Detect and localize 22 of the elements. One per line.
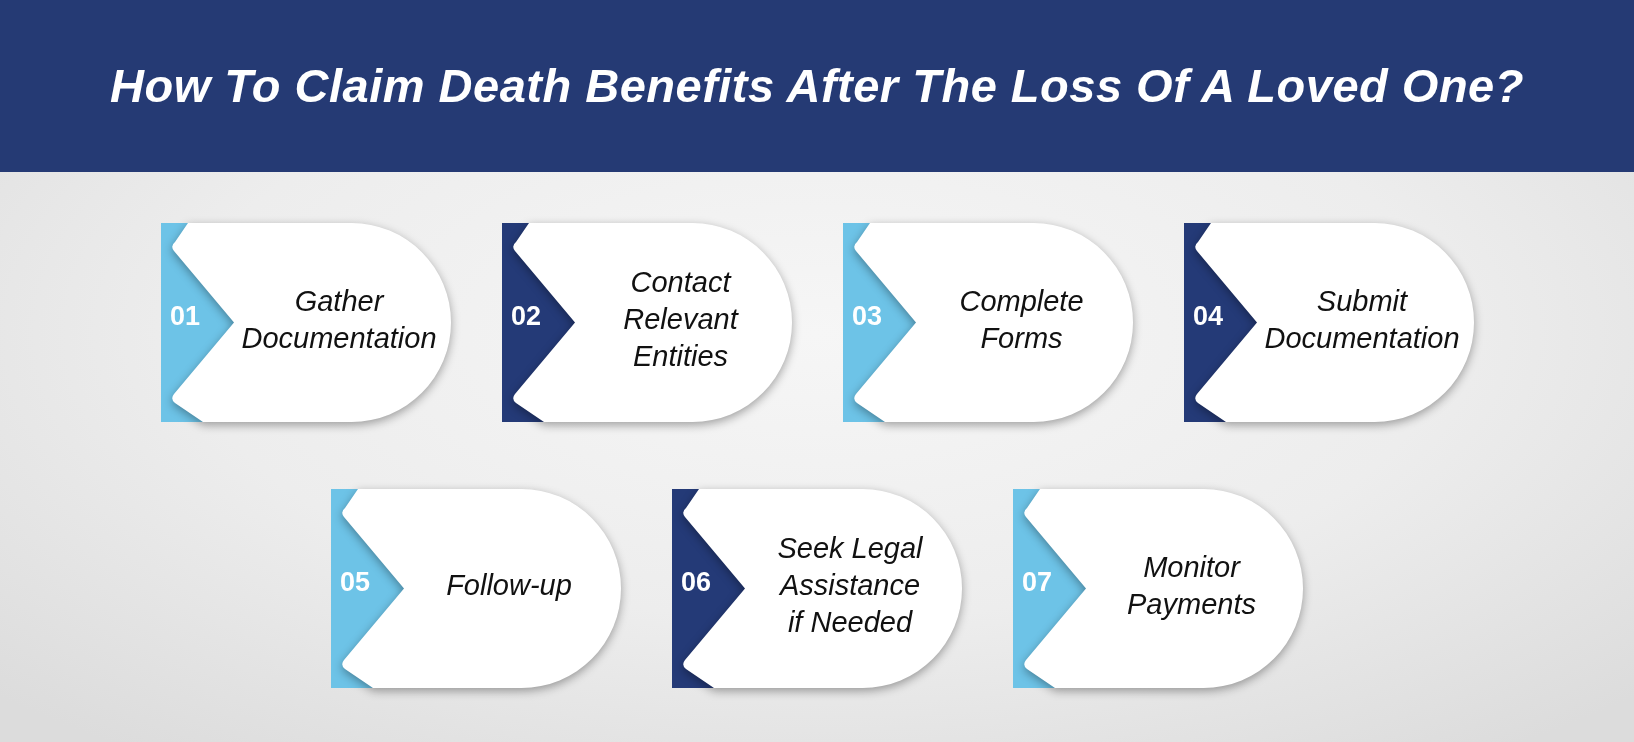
step-card	[331, 489, 621, 688]
step-label: Complete Forms	[958, 284, 1085, 356]
step-number: 01	[170, 300, 201, 331]
step-card	[1184, 223, 1474, 422]
step-label: Gather Documentation	[240, 284, 438, 356]
step-card	[161, 223, 451, 422]
step-label: Submit Documentation	[1263, 284, 1461, 356]
step-number: 04	[1193, 300, 1224, 331]
step-label: Follow-up	[445, 568, 573, 603]
step-number: 03	[852, 300, 883, 331]
step-card	[672, 489, 962, 688]
step-number: 05	[340, 566, 371, 597]
step-label: Contact Relevant Entities	[622, 265, 739, 374]
step-label: Monitor Payments	[1126, 550, 1257, 622]
step-card	[502, 223, 792, 422]
title: How To Claim Death Benefits After The Loss Of A Loved One?	[110, 60, 1524, 112]
step-number: 02	[511, 300, 542, 331]
step-card	[843, 223, 1133, 422]
step-number: 07	[1022, 566, 1053, 597]
step-number: 06	[681, 566, 712, 597]
step-card	[1013, 489, 1303, 688]
step-label: Seek Legal Assistance if Needed	[776, 531, 924, 640]
